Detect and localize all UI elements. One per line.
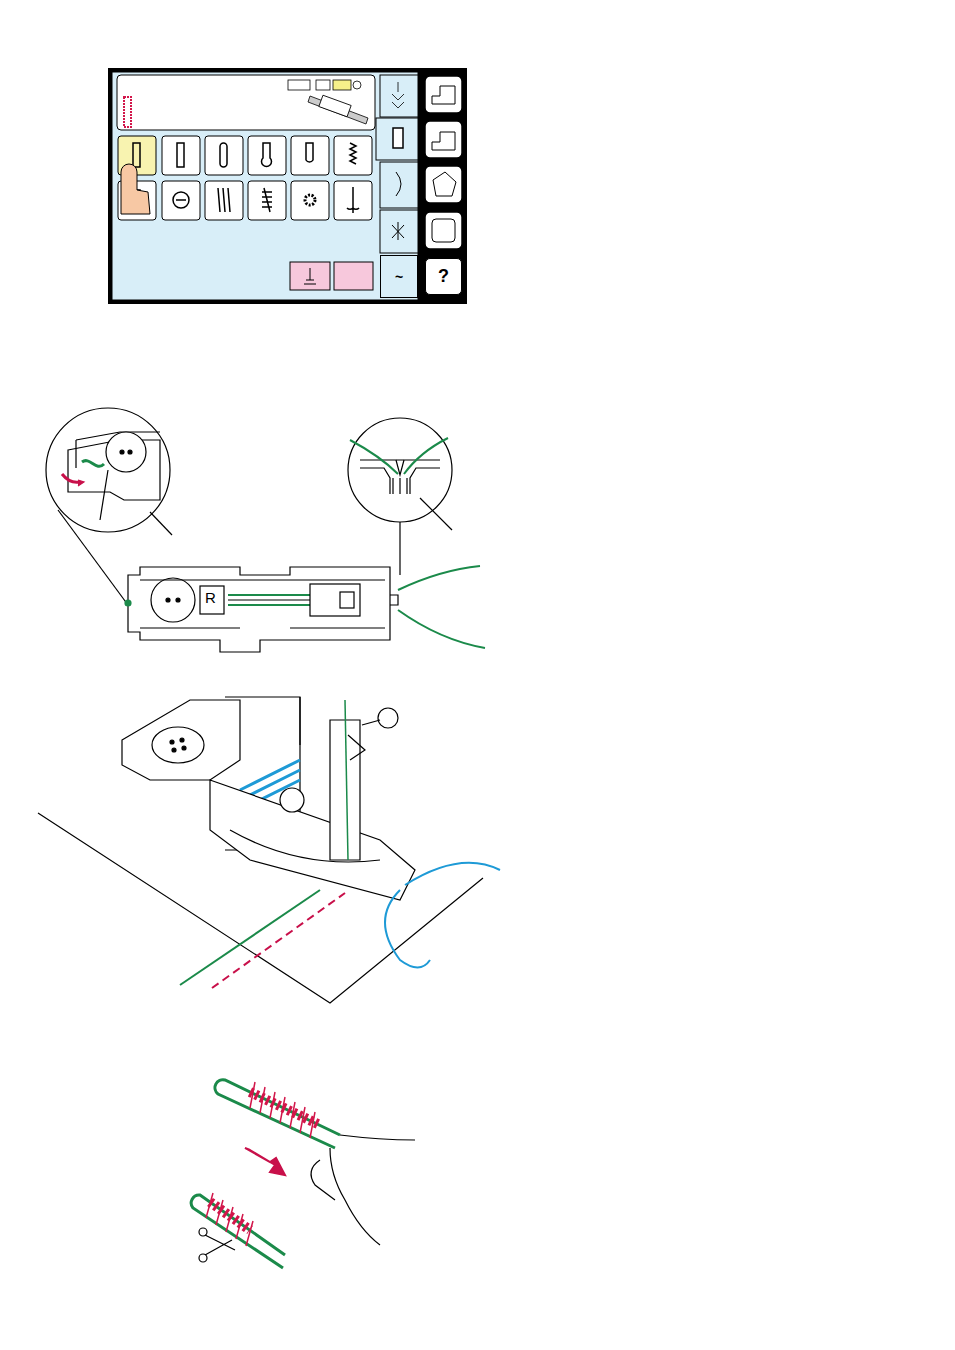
thread-finishing [191, 1080, 415, 1268]
buttonhole-foot-diagram [46, 408, 485, 652]
sewing-illustration [38, 697, 500, 1003]
screen-tab: ~ [380, 255, 418, 298]
foot-marking: R [205, 590, 216, 605]
help-button: ? [425, 258, 462, 295]
node-text: ? [438, 266, 449, 287]
touch-screen [108, 68, 467, 304]
node-text: ~ [395, 269, 403, 285]
